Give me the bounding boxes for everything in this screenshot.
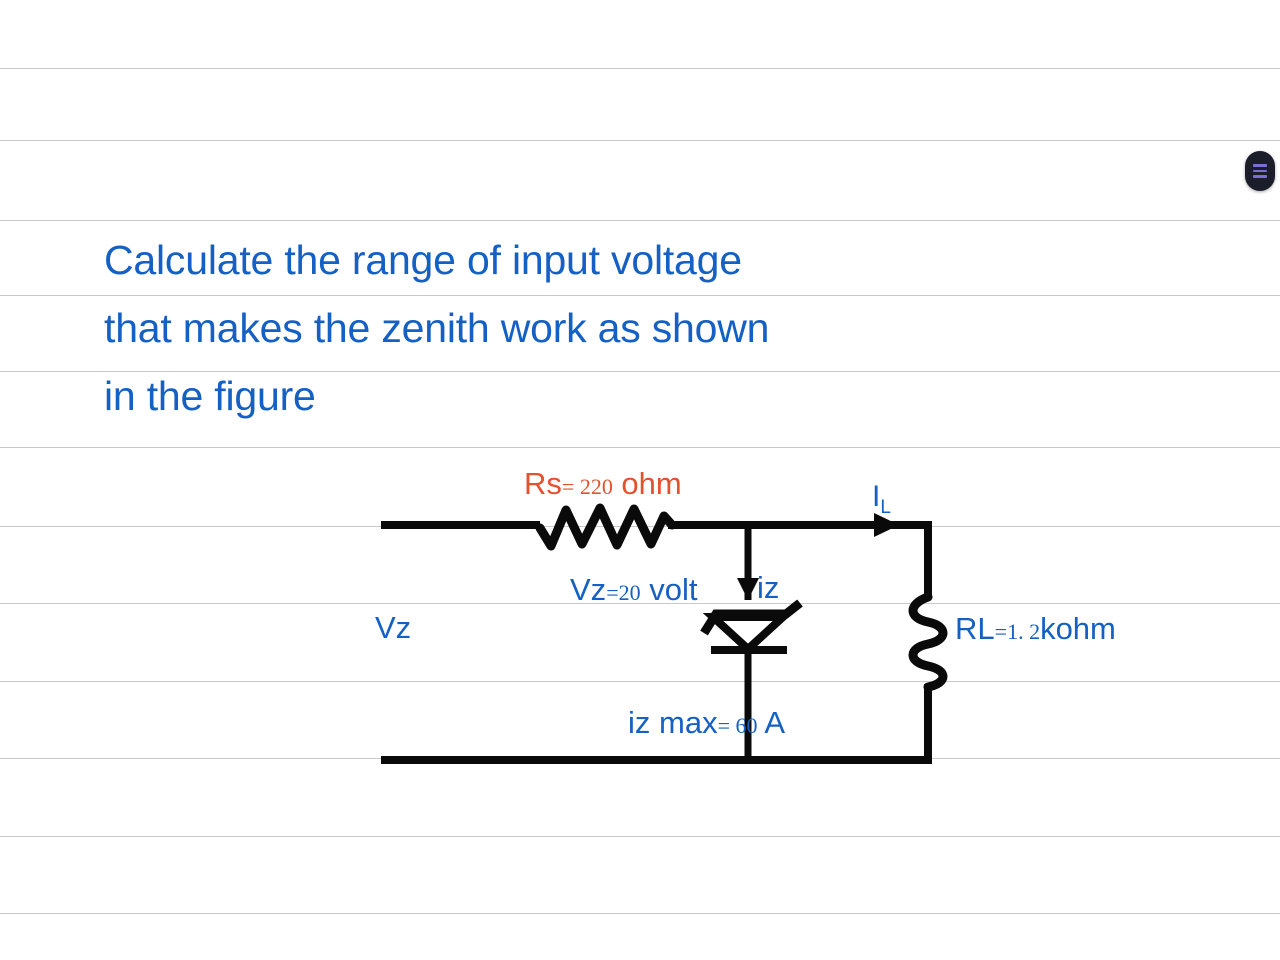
label-iz-max-unit: A bbox=[757, 705, 786, 740]
ruled-line bbox=[0, 220, 1280, 221]
zener-diode-bar bbox=[700, 599, 803, 636]
label-rs-name: Rs bbox=[524, 466, 562, 501]
hamburger-icon-bar bbox=[1253, 164, 1267, 167]
label-il: IL bbox=[872, 480, 891, 518]
label-rs: Rs= 220 ohm bbox=[524, 468, 682, 499]
label-rl-unit: kohm bbox=[1040, 611, 1116, 646]
label-vz-value: Vz=20 volt bbox=[570, 574, 697, 605]
label-vz: Vz bbox=[375, 610, 412, 645]
label-rl: RL=1. 2kohm bbox=[955, 613, 1116, 644]
ruled-line bbox=[0, 913, 1280, 914]
question-text: Calculate the range of input voltage tha… bbox=[104, 226, 1104, 430]
label-il-sub: L bbox=[880, 497, 891, 518]
question-line-3: in the figure bbox=[104, 373, 316, 419]
label-iz-max-name: iz max bbox=[628, 705, 718, 740]
load-resistor-RL bbox=[908, 592, 948, 692]
question-line-2: that makes the zenith work as shown bbox=[104, 305, 770, 351]
label-iz-max-value: 60 bbox=[735, 713, 758, 738]
label-vz-value-unit: volt bbox=[640, 572, 698, 607]
hamburger-menu-button[interactable] bbox=[1245, 151, 1275, 191]
label-vz-value-number: 20 bbox=[618, 580, 641, 605]
series-resistor-Rs bbox=[535, 503, 677, 551]
ruled-line bbox=[0, 681, 1280, 682]
label-rs-unit: ohm bbox=[612, 466, 682, 501]
label-rs-eq: = bbox=[561, 474, 580, 499]
label-rs-value: 220 bbox=[579, 474, 613, 499]
label-il-name: I bbox=[872, 480, 881, 513]
ruled-line bbox=[0, 447, 1280, 448]
hamburger-icon-bar bbox=[1253, 175, 1267, 178]
zener-current-arrow bbox=[737, 578, 759, 600]
hamburger-icon-bar bbox=[1253, 169, 1267, 173]
ruled-line bbox=[0, 836, 1280, 837]
zener-diode-triangle bbox=[702, 613, 794, 655]
question-line-1: Calculate the range of input voltage bbox=[104, 237, 742, 283]
label-vz-value-name: Vz bbox=[570, 572, 607, 607]
label-iz-max: iz max= 60 A bbox=[628, 707, 785, 738]
label-rl-eq: = bbox=[994, 619, 1008, 644]
label-vz-value-eq: = bbox=[606, 580, 619, 605]
label-iz-max-eq: = bbox=[717, 713, 736, 738]
ruled-line bbox=[0, 758, 1280, 759]
ruled-line bbox=[0, 140, 1280, 141]
label-rl-name: RL bbox=[955, 611, 995, 646]
ruled-line bbox=[0, 526, 1280, 527]
label-rl-value: 1. 2 bbox=[1007, 619, 1041, 644]
ruled-line bbox=[0, 68, 1280, 69]
label-iz: iz bbox=[757, 570, 780, 605]
